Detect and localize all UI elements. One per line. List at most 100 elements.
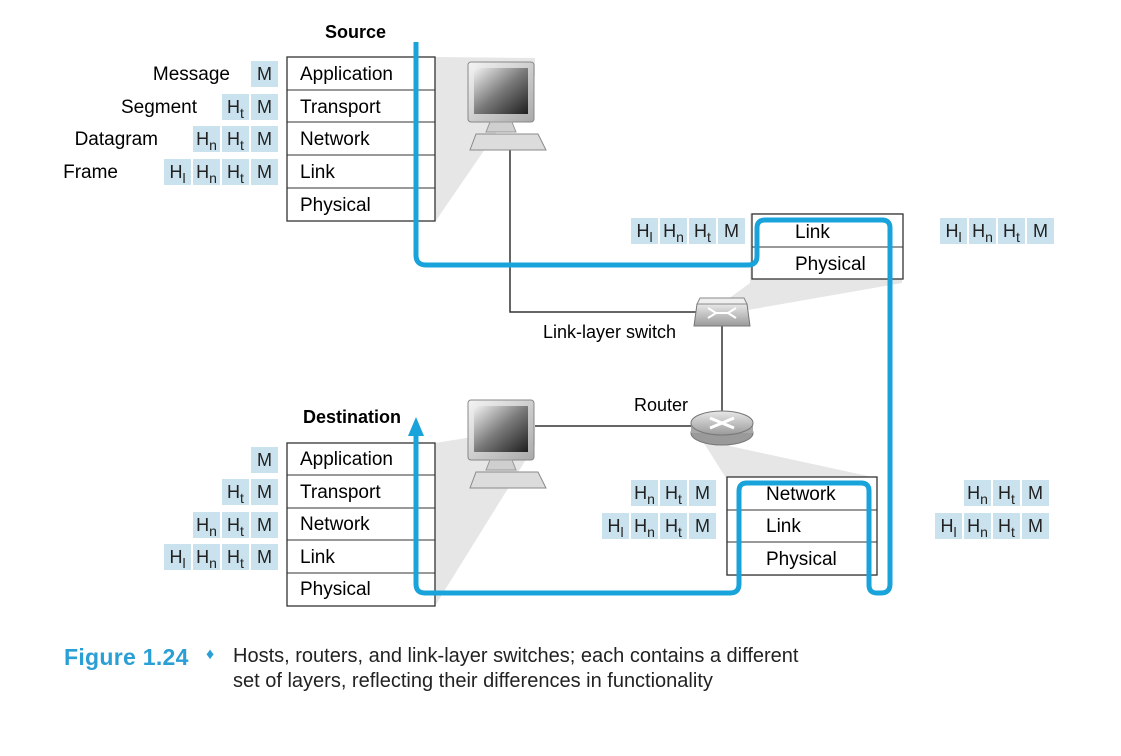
switch-link-layer: Link [795,222,830,243]
header-symbol: Ht [227,129,244,153]
header-box [222,126,249,152]
header-symbol: Hl [945,221,961,245]
header-box [193,159,220,185]
header-symbol: Ht [227,547,244,571]
message-symbol: M [257,515,272,535]
router-icon [690,410,754,446]
message-symbol: M [257,97,272,117]
data-flow-path [408,42,893,596]
figure-label: Figure 1.24 [64,644,189,670]
header-box [164,544,191,570]
header-box [660,218,687,244]
source-title: Source [325,22,386,42]
message-symbol: M [1028,516,1043,536]
header-box [222,159,249,185]
header-box [1022,480,1049,506]
header-box [1022,513,1049,539]
header-box [602,513,629,539]
header-box [251,126,278,152]
message-symbol: M [257,547,272,567]
header-box [631,513,658,539]
message-label: Message [153,64,230,85]
header-box [998,218,1025,244]
header-symbol: Ht [694,221,711,245]
header-symbol: Ht [665,516,682,540]
header-box [193,126,220,152]
destination-transport-layer: Transport [300,482,381,503]
switch-icon [693,297,751,327]
message-symbol: M [257,450,272,470]
router-label: Router [634,395,688,415]
header-box [251,447,278,473]
destination-application-layer: Application [300,449,393,470]
header-box [164,159,191,185]
header-box [193,544,220,570]
network-links [509,147,723,427]
flow-arrowhead [408,417,424,436]
router-physical-layer: Physical [766,549,837,570]
destination-network-layer: Network [300,514,370,535]
message-symbol: M [257,129,272,149]
message-symbol: M [1033,221,1048,241]
destination-host [467,399,547,489]
header-symbol: Hl [636,221,652,245]
message-symbol: M [257,64,272,84]
header-box [222,94,249,120]
header-box [718,218,745,244]
header-box [251,94,278,120]
message-type-labels: Message Segment Datagram Frame [63,64,230,183]
caption-bullet-icon: ♦ [206,646,215,663]
header-symbol: Ht [227,515,244,539]
header-box [993,480,1020,506]
header-box [935,513,962,539]
datagram-label: Datagram [75,129,158,150]
header-symbol: Ht [998,516,1015,540]
header-symbol: Hl [169,162,185,186]
source-link-layer: Link [300,162,335,183]
caption-text: Hosts, routers, and link-layer switches;… [233,645,799,692]
message-symbol: M [257,482,272,502]
header-box [222,512,249,538]
header-symbol: Ht [1003,221,1020,245]
message-symbol: M [1028,483,1043,503]
header-box [689,513,716,539]
destination-stack: Application Transport Network Link Physi… [286,442,436,607]
header-box [222,544,249,570]
message-symbol: M [695,516,710,536]
source-host [467,61,547,151]
switch-physical-layer: Physical [795,254,866,275]
header-box [660,480,687,506]
header-box [660,513,687,539]
source-network-layer: Network [300,129,370,150]
message-symbol: M [257,162,272,182]
header-symbol: Ht [227,162,244,186]
header-box [631,218,658,244]
source-transport-layer: Transport [300,97,381,118]
router-network-layer: Network [766,484,836,505]
source-stack: Application Transport Network Link Physi… [286,56,436,222]
header-symbol: Ht [227,482,244,506]
header-box [251,479,278,505]
header-box [964,480,991,506]
header-box [940,218,967,244]
header-symbol: Ht [998,483,1015,507]
keyboard-icon [469,471,547,489]
header-symbol: Hl [169,547,185,571]
header-symbol: Ht [227,97,244,121]
header-box [993,513,1020,539]
destination-link-layer: Link [300,547,335,568]
header-box [964,513,991,539]
header-symbol: Hl [940,516,956,540]
monitor-icon [467,399,535,471]
source-application-layer: Application [300,64,393,85]
frame-label: Frame [63,162,118,183]
header-box [251,159,278,185]
monitor-icon [467,61,535,133]
message-symbol: M [695,483,710,503]
message-symbol: M [724,221,739,241]
header-box [1027,218,1054,244]
segment-label: Segment [121,97,198,118]
keyboard-icon [469,133,547,151]
